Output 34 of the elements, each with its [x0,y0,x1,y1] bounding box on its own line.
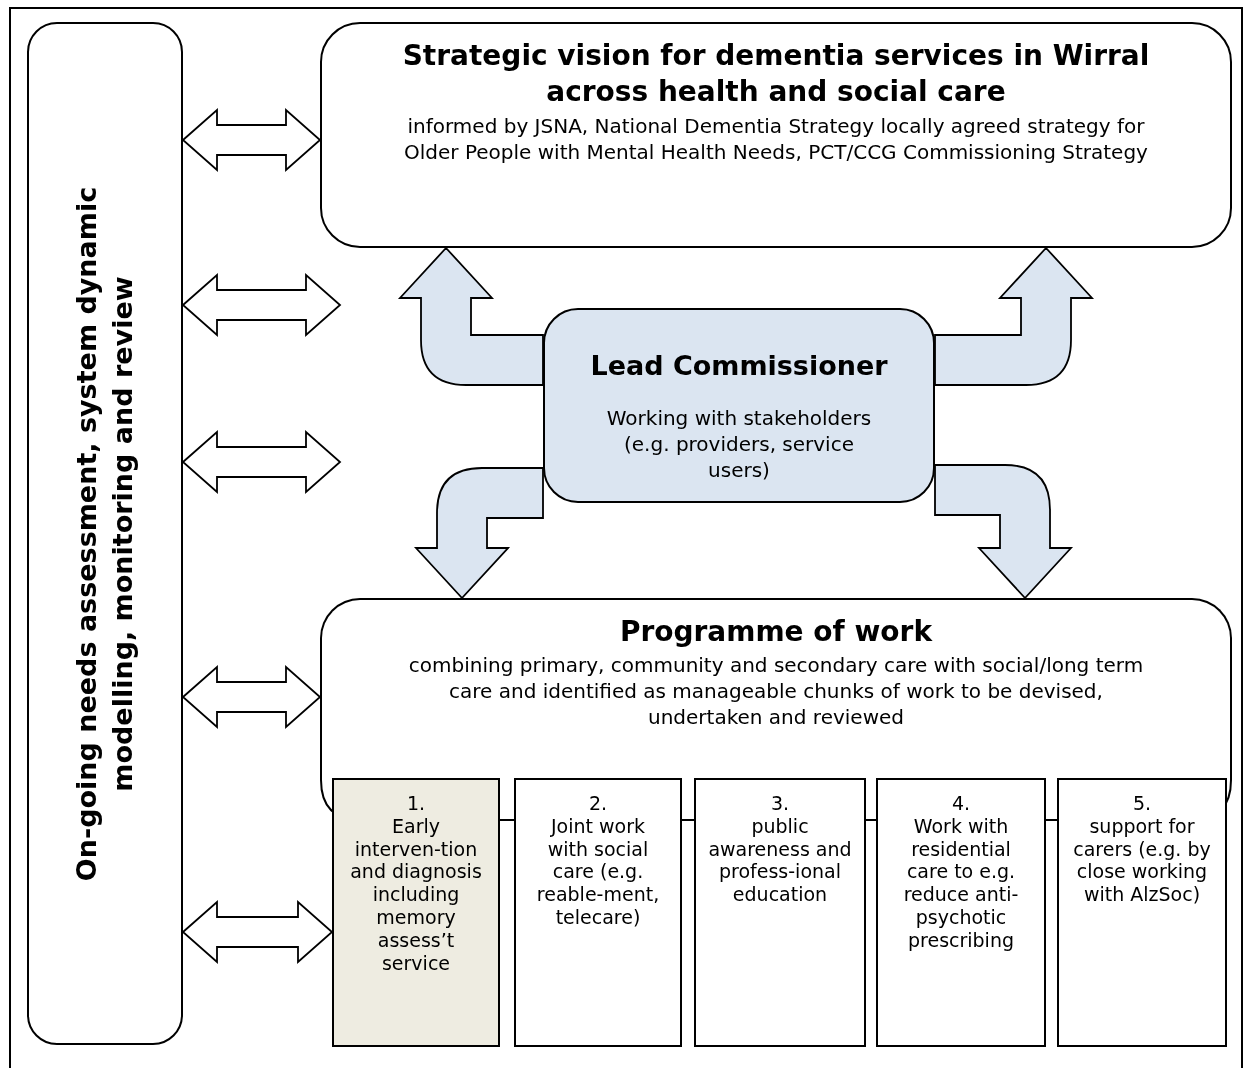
box-heading: Strategic vision for dementia services in Wirral across health and social care [401,38,1151,111]
box-description: Working with stakeholders (e.g. providers, service users) [605,405,873,484]
block-arrow [415,467,544,599]
item-number: 1. [405,792,427,815]
box-description: combining primary, community and secondary care with social/long term care and identified as manageable chunks of work to be devised, undertaken and reviewed [407,652,1145,731]
double-arrow [181,430,342,494]
item-number: 3. [769,792,791,815]
item-description: support for carers (e.g. by close working with AlzSoc) [1072,814,1212,906]
side-panel [27,22,183,1045]
double-arrow [181,665,322,729]
double-arrow [181,108,322,172]
double-arrow [181,900,334,964]
side-label: On-going needs assessment, system dynamic modelling, monitoring and review [70,185,139,883]
task-box [876,778,1046,1047]
task-box [694,778,866,1047]
item-number: 4. [950,792,972,815]
block-arrow [399,247,544,386]
box-heading: Lead Commissioner [590,349,888,383]
block-arrow [934,247,1093,386]
box-description: informed by JSNA, National Dementia Strategy locally agreed strategy for Older People with Mental Health Needs, PCT/CCG Commissioning Strategy [403,112,1149,165]
item-number: 2. [587,792,609,815]
item-description: Joint work with social care (e.g. reable-ment, telecare) [535,814,661,929]
item-description: Work with residential care to e.g. reduce anti-psychotic prescribing [902,814,1020,952]
task-box [514,778,682,1047]
item-number: 5. [1131,792,1153,815]
rounded-box [543,308,935,503]
task-box [1057,778,1227,1047]
double-arrow [181,273,342,337]
task-box [332,778,500,1047]
item-description: Early interven-tion and diagnosis including memory assess’t service [349,814,483,975]
item-description: public awareness and profess-ional education [708,814,852,906]
box-heading: Programme of work [618,614,934,650]
rounded-box [320,22,1232,248]
block-arrow [934,464,1072,599]
